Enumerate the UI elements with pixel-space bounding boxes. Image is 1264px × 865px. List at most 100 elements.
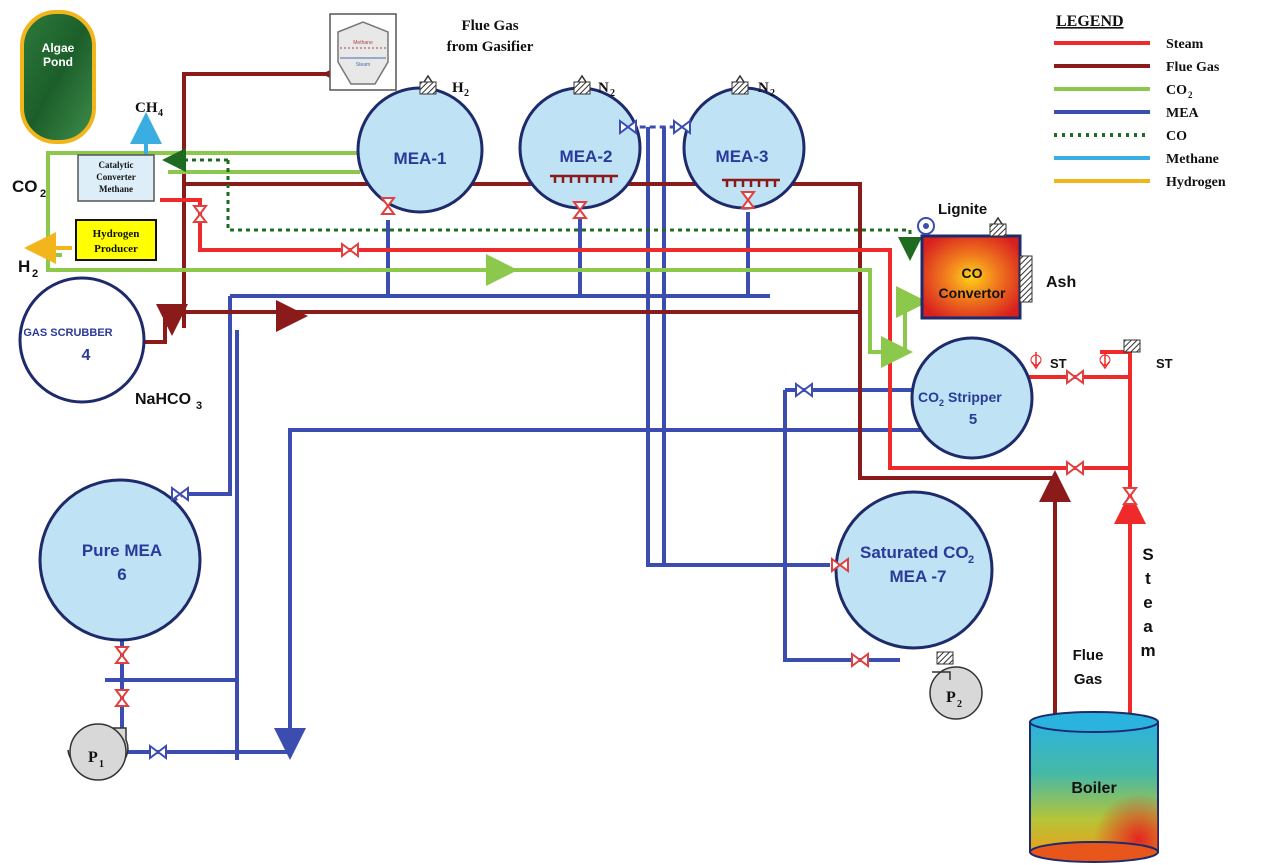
svg-text:2: 2 [464,88,469,99]
co2-pipes [46,151,928,368]
legend-label: CO [1166,129,1187,144]
svg-text:1: 1 [99,759,104,770]
svg-text:5: 5 [969,411,977,428]
svg-text:P: P [88,749,98,766]
valves [114,119,1138,760]
valve-icon [740,191,756,209]
svg-text:CO: CO [12,177,38,196]
co2-stripper-tank: CO 2 Stripper 5 [910,336,1034,460]
pump-p2: P 2 [929,651,983,720]
svg-text:H: H [452,80,464,96]
gas-scrubber-tank: GAS SCRUBBER 4 [18,276,146,404]
legend-item: Methane [1054,152,1219,167]
svg-text:ST: ST [1156,356,1173,371]
svg-text:2: 2 [32,268,38,280]
svg-text:4: 4 [82,347,91,364]
steam-letter: a [1143,617,1153,636]
valve-icon [149,744,167,760]
legend-label: CO [1166,83,1187,98]
ch4-label: CH 4 [135,100,163,119]
svg-text:Stripper: Stripper [948,389,1002,405]
gasifier-icon: Methane Steam [329,13,397,91]
legend-title: LEGEND [1056,13,1124,30]
mea-3-tank: MEA-3 [682,86,806,210]
legend-item: Steam [1054,37,1204,52]
mea-2-tank: MEA-2 [518,86,642,210]
steam-vertical-label: Steam [1140,545,1155,660]
flue-gas-label: Flue Gas [1073,647,1104,688]
valve-icon [171,486,189,502]
svg-text:3: 3 [196,400,202,412]
boiler: Boiler [1029,711,1159,863]
valve-icon [192,205,208,223]
pure-mea-tank: Pure MEA 6 [38,478,202,642]
svg-text:MEA-3: MEA-3 [716,147,769,166]
svg-text:GAS SCRUBBER: GAS SCRUBBER [23,327,112,339]
legend-label: Methane [1166,152,1219,167]
svg-text:Gas: Gas [1074,671,1102,688]
valve-icon [114,646,130,664]
valve-icon [619,119,637,135]
svg-text:2: 2 [957,699,962,710]
svg-text:2: 2 [968,554,974,566]
svg-text:Pond: Pond [43,55,73,69]
svg-text:N: N [758,80,769,96]
ash-label: Ash [1046,274,1076,291]
algae-pond: Algae Pond [20,10,96,144]
h2-side-label: H 2 [18,257,38,280]
svg-text:4: 4 [158,108,163,119]
svg-text:ST: ST [1050,356,1067,371]
co2-side-label: CO 2 [12,177,46,200]
steam-letter: m [1140,641,1155,660]
mea-1-tank: MEA-1 [356,86,484,214]
vent-h2: H 2 [419,74,469,99]
co-pipes [162,148,922,261]
svg-text:Boiler: Boiler [1071,780,1116,797]
legend-label: Steam [1166,37,1204,52]
valve-icon [114,689,130,707]
steam-letter: e [1143,593,1152,612]
svg-text:Pure MEA: Pure MEA [82,541,162,560]
valve-icon [341,242,359,258]
hydrogen-producer: Hydrogen Producer [75,219,157,261]
svg-text:2: 2 [770,88,775,99]
svg-text:Algae: Algae [42,41,75,55]
svg-text:6: 6 [117,565,126,584]
svg-text:Catalytic: Catalytic [99,160,134,170]
vent-n2-mea2: N 2 [573,74,615,99]
valve-icon [1066,460,1084,476]
svg-text:MEA -7: MEA -7 [890,567,947,586]
catalytic-converter: Catalytic Converter Methane [77,154,155,202]
valve-icon [1122,487,1138,505]
steam-traps: ST ST [1030,339,1173,371]
valve-icon [380,197,396,215]
legend-label-sub: 2 [1188,90,1193,100]
valve-icon [1066,369,1084,385]
svg-text:Hydrogen: Hydrogen [93,228,140,240]
svg-text:N: N [598,80,609,96]
svg-text:H: H [18,257,30,276]
valve-icon [851,652,869,668]
svg-text:Converter: Converter [96,172,135,182]
legend-label: Flue Gas [1166,60,1220,75]
valve-icon [795,382,813,398]
svg-text:Flue: Flue [1073,647,1104,664]
vent-n2-mea3: N 2 [731,74,775,99]
pump-p1: P 1 [67,723,129,781]
svg-text:CH: CH [135,100,158,116]
mea-pipes [105,106,961,760]
valve-icon [831,557,849,573]
legend-item: CO [1054,129,1187,144]
svg-text:CO: CO [918,389,939,405]
steam-letter: t [1145,569,1151,588]
legend-item: Hydrogen [1054,175,1226,190]
svg-text:NaHCO: NaHCO [135,391,191,408]
legend-label: Hydrogen [1166,175,1226,190]
svg-text:CO: CO [962,265,983,281]
valve-icon [673,119,691,135]
svg-text:Methane: Methane [99,184,133,194]
svg-text:Methane: Methane [353,40,373,46]
nahco3-label: NaHCO 3 [135,391,202,412]
co-convertor: CO Convertor [917,216,1033,320]
